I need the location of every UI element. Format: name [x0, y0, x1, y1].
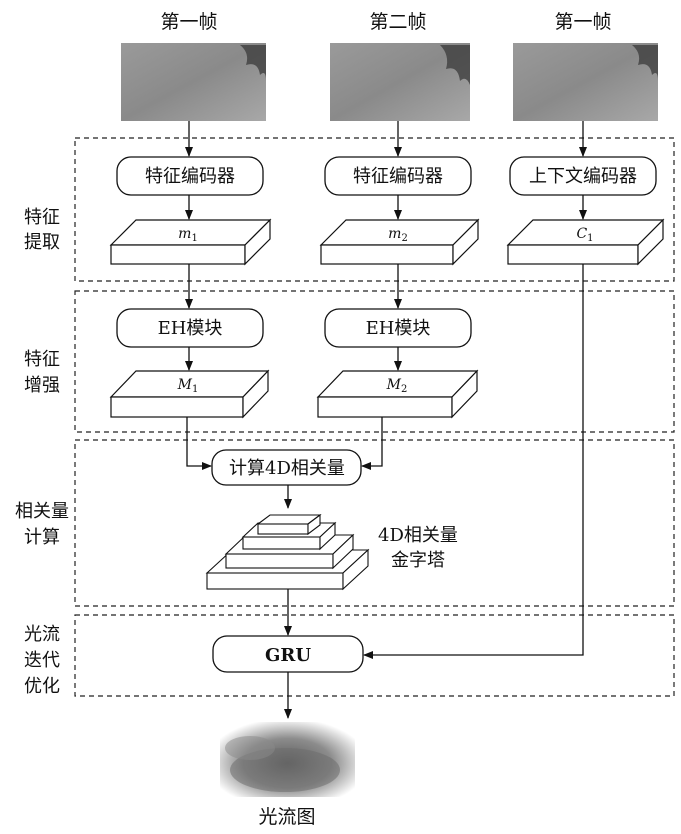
- correlation-label: 计算4D相关量: [229, 458, 345, 479]
- arrow-M2-to-corr: [361, 417, 383, 470]
- section-feature-extraction: [74, 137, 675, 282]
- feature-encoder-1-label: 特征编码器: [145, 166, 235, 187]
- section-label-enhancement-2: 增强: [24, 375, 60, 396]
- pyramid-label-2: 金字塔: [391, 550, 445, 571]
- output-label: 光流图: [258, 806, 315, 828]
- feature-encoder-2-label: 特征编码器: [353, 166, 443, 187]
- section-label-refinement-3: 优化: [24, 676, 60, 697]
- correlation-pyramid: [205, 513, 370, 591]
- eh-module-1-label: EH模块: [158, 318, 223, 339]
- context-encoder-label: 上下文编码器: [529, 166, 637, 187]
- section-label-correlation-1: 相关量: [15, 501, 69, 522]
- optical-flow-image: [220, 722, 355, 797]
- section-label-correlation-2: 计算: [24, 527, 60, 548]
- pyramid-label-1: 4D相关量: [378, 525, 458, 546]
- feature-map-m1-label: m1: [178, 226, 198, 244]
- enhanced-map-M1: [109, 369, 270, 419]
- arrow-M1-to-corr: [186, 417, 212, 470]
- arrow-c1-to-gru: [363, 264, 584, 659]
- frame2-image: [330, 43, 470, 121]
- section-label-enhancement-1: 特征: [24, 349, 60, 370]
- section-label-refinement-1: 光流: [24, 624, 60, 645]
- feature-map-c1: [506, 218, 665, 266]
- eh-module-2-label: EH模块: [366, 318, 431, 339]
- section-correlation: [74, 439, 675, 607]
- enhanced-map-M2-label: M2: [386, 377, 408, 395]
- section-label-extraction-2: 提取: [24, 232, 60, 253]
- feature-map-m1: [109, 218, 272, 266]
- section-refinement: [74, 614, 675, 697]
- frame1-label: 第一帧: [160, 11, 217, 33]
- frame2-label: 第二帧: [369, 11, 426, 33]
- eh-module-1-box: [116, 308, 264, 348]
- feature-encoder-1-box: [116, 156, 264, 196]
- section-feature-enhancement: [74, 290, 675, 433]
- frame3-label: 第一帧: [554, 11, 611, 33]
- enhanced-map-M1-label: M1: [177, 377, 199, 395]
- feature-map-m2-label: m2: [388, 226, 408, 244]
- section-label-refinement-2: 迭代: [24, 650, 60, 671]
- frame3-image: [513, 43, 658, 121]
- gru-label: GRU: [265, 645, 311, 666]
- feature-map-c1-label: C1: [576, 226, 593, 244]
- enhanced-map-M2: [316, 369, 479, 419]
- section-label-extraction-1: 特征: [24, 207, 60, 228]
- feature-map-m2: [319, 218, 480, 266]
- correlation-box: [211, 449, 362, 486]
- frame1-image: [121, 43, 266, 121]
